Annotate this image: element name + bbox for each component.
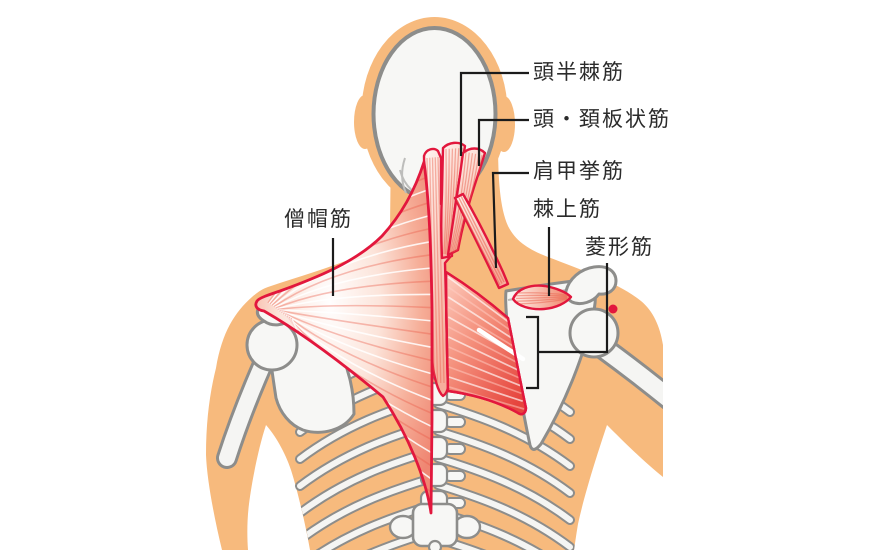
label-trapezius: 僧帽筋: [284, 207, 353, 231]
label-supraspinatus: 棘上筋: [533, 197, 602, 221]
bracket-rhomboids: [526, 315, 540, 390]
label-rhomboids: 菱形筋: [585, 235, 654, 259]
right-humeral-head: [568, 307, 620, 359]
supraspinatus-striations: [515, 292, 568, 305]
label-splenius-capitis-cervicis: 頭・頚板状筋: [533, 107, 671, 131]
line-semispinalis: [459, 71, 529, 156]
skullbase-detail: [401, 157, 407, 194]
label-levator-scapulae: 肩甲挙筋: [533, 159, 625, 183]
line-splenius: [477, 118, 529, 166]
glenoid-muscle-dot: [608, 304, 618, 314]
label-lines: [331, 71, 609, 390]
line-rhomboids: [538, 263, 609, 354]
label-semispinalis-capitis: 頭半棘筋: [533, 60, 625, 84]
left-humerus-shaft-fill: [219, 356, 271, 466]
right-acromion: [564, 265, 618, 306]
muscle-levator-scapulae: [453, 192, 510, 290]
muscle-rhomboids: [444, 270, 528, 416]
rhomboid-striations: [447, 276, 525, 410]
line-levator: [491, 171, 529, 269]
muscle-supraspinatus: [511, 284, 618, 314]
left-shoulder-bones: [216, 296, 356, 469]
lumbar-vertebra: [388, 502, 482, 550]
levator-striations: [456, 195, 505, 286]
